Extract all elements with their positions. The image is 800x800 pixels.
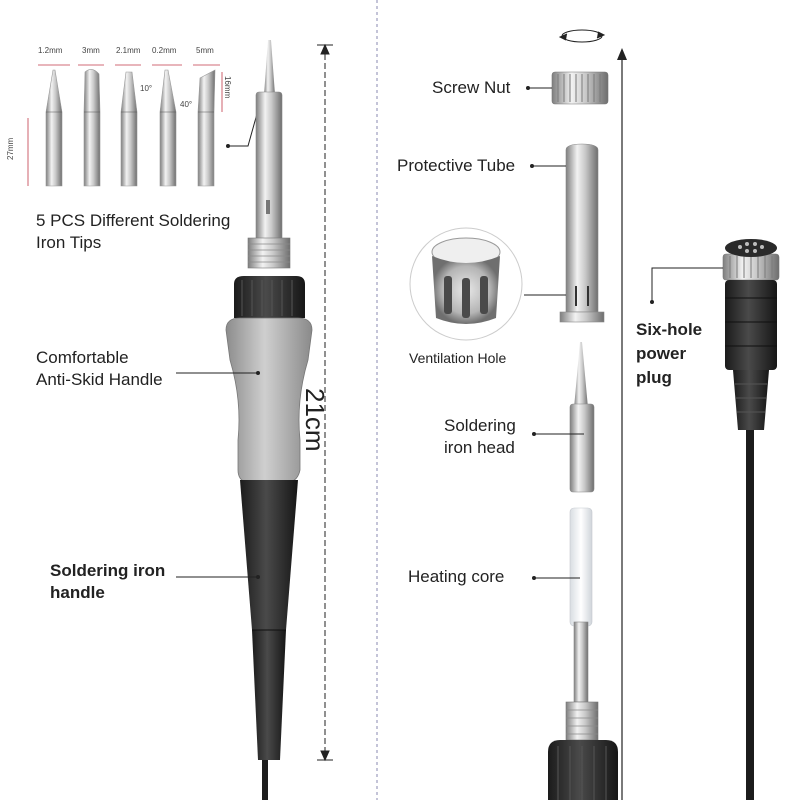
iron-head-label: Soldering iron head <box>444 415 516 459</box>
rotation-arrow-icon <box>558 29 606 43</box>
length-dimension-line <box>317 43 333 762</box>
assembly-arrow <box>617 48 627 800</box>
tip-angle-label: 10° <box>140 84 153 93</box>
iron-head-label-line: iron head <box>444 438 515 457</box>
tips-caption: 5 PCS Different Soldering Iron Tips <box>36 210 230 254</box>
tips-illustration <box>27 64 223 187</box>
tip-width-label: 0.2mm <box>152 46 177 55</box>
ventilation-hole-closeup <box>409 227 523 341</box>
six-hole-plug <box>722 239 780 800</box>
iron-head-label-line: Soldering <box>444 416 516 435</box>
heating-core-label: Heating core <box>408 567 505 586</box>
tips-caption-line: Iron Tips <box>36 233 102 252</box>
plug-callout-line <box>651 267 723 302</box>
plug-label: Six-hole power plug <box>636 318 702 390</box>
soldering-iron-full <box>225 40 313 800</box>
handle-label: Soldering iron handle <box>50 560 165 604</box>
plug-label-line: power <box>636 344 687 363</box>
protective-tube-label: Protective Tube <box>397 156 516 175</box>
ventilation-hole-label: Ventilation Hole <box>409 350 507 366</box>
heating-core-part <box>569 507 593 703</box>
tips-caption-line: 5 PCS Different Soldering <box>36 211 231 230</box>
handle-label-line: Soldering iron <box>50 561 166 580</box>
tip-width-label: 3mm <box>82 46 100 55</box>
grip-label-line: Anti-Skid Handle <box>36 370 163 389</box>
iron-head-part <box>569 342 595 493</box>
tip-width-label: 2.1mm <box>116 46 141 55</box>
screw-nut-part <box>551 71 609 105</box>
protective-tube-part <box>559 143 605 323</box>
grip-label: Comfortable Anti-Skid Handle <box>36 347 163 391</box>
iron-base-part <box>548 701 618 800</box>
grip-label-line: Comfortable <box>36 348 129 367</box>
length-dimension-label: 21cm <box>300 388 330 452</box>
handle-label-line: handle <box>50 583 105 602</box>
screw-nut-label: Screw Nut <box>432 78 511 97</box>
tip-height-label: 16mm <box>223 76 232 99</box>
tip-width-label: 1.2mm <box>38 46 63 55</box>
tip-angle-label: 40° <box>180 100 193 109</box>
plug-label-line: plug <box>636 368 672 387</box>
tip-width-label: 5mm <box>196 46 214 55</box>
plug-label-line: Six-hole <box>636 320 703 339</box>
tip-length-label: 27mm <box>6 137 15 160</box>
